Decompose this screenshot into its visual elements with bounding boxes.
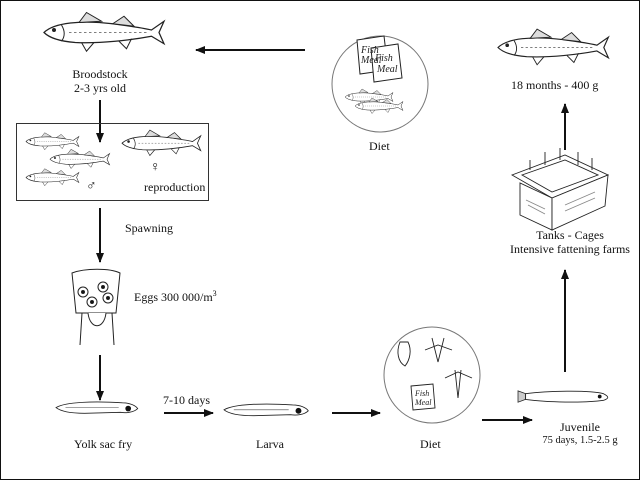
reproduction-label: reproduction [144, 180, 206, 194]
fattening-line2: Intensive fattening farms [510, 242, 630, 256]
larval-diet-label: Diet [420, 437, 441, 451]
fattening-cage-icon [510, 148, 610, 231]
reproduction-box [16, 123, 209, 201]
adult-diet-label: Diet [369, 139, 390, 153]
broodstock-age: 2-3 yrs old [74, 81, 126, 95]
svg-text:Meal: Meal [360, 55, 382, 66]
spawning-label: Spawning [125, 221, 173, 235]
larva-transition-label: 7-10 days [163, 393, 210, 407]
yolk-sac-fry-icon [55, 401, 139, 414]
larval-diet-icon: Fish Meal [383, 326, 481, 424]
juvenile-detail: 75 days, 1.5-2.5 g [542, 435, 618, 446]
broodstock-name: Broodstock [72, 67, 128, 81]
juvenile-label: Juvenile 75 days, 1.5-2.5 g [530, 420, 630, 448]
fattening-line1: Tanks - Cages [536, 228, 604, 242]
eggs-unit-exponent: 3 [212, 289, 217, 298]
svg-text:Fish: Fish [414, 389, 429, 398]
svg-text:Meal: Meal [376, 64, 398, 75]
male-symbol: ♂ [86, 179, 97, 194]
market-size-label: 18 months - 400 g [511, 78, 599, 92]
market-fish-icon [497, 28, 609, 66]
larva-icon [223, 403, 309, 417]
juvenile-name: Juvenile [560, 420, 600, 434]
eggs-label: Eggs 300 000/m3 [134, 287, 217, 304]
adult-diet-icon: Fish Meal Fish Meal [331, 35, 429, 133]
fattening-label: Tanks - Cages Intensive fattening farms [500, 228, 640, 256]
yolk-sac-fry-label: Yolk sac fry [74, 437, 133, 451]
juvenile-fish-icon [517, 390, 609, 403]
broodstock-label: Broodstock 2-3 yrs old [60, 67, 140, 95]
svg-text:Meal: Meal [414, 398, 432, 407]
eggs-density: Eggs 300 000/m [134, 290, 213, 304]
svg-text:Fish: Fish [360, 45, 379, 56]
egg-incubator-icon [71, 268, 121, 346]
larva-label: Larva [256, 437, 284, 451]
female-symbol: ♀ [150, 160, 161, 175]
broodstock-fish-icon [43, 11, 165, 52]
svg-text:Fish: Fish [374, 53, 393, 64]
